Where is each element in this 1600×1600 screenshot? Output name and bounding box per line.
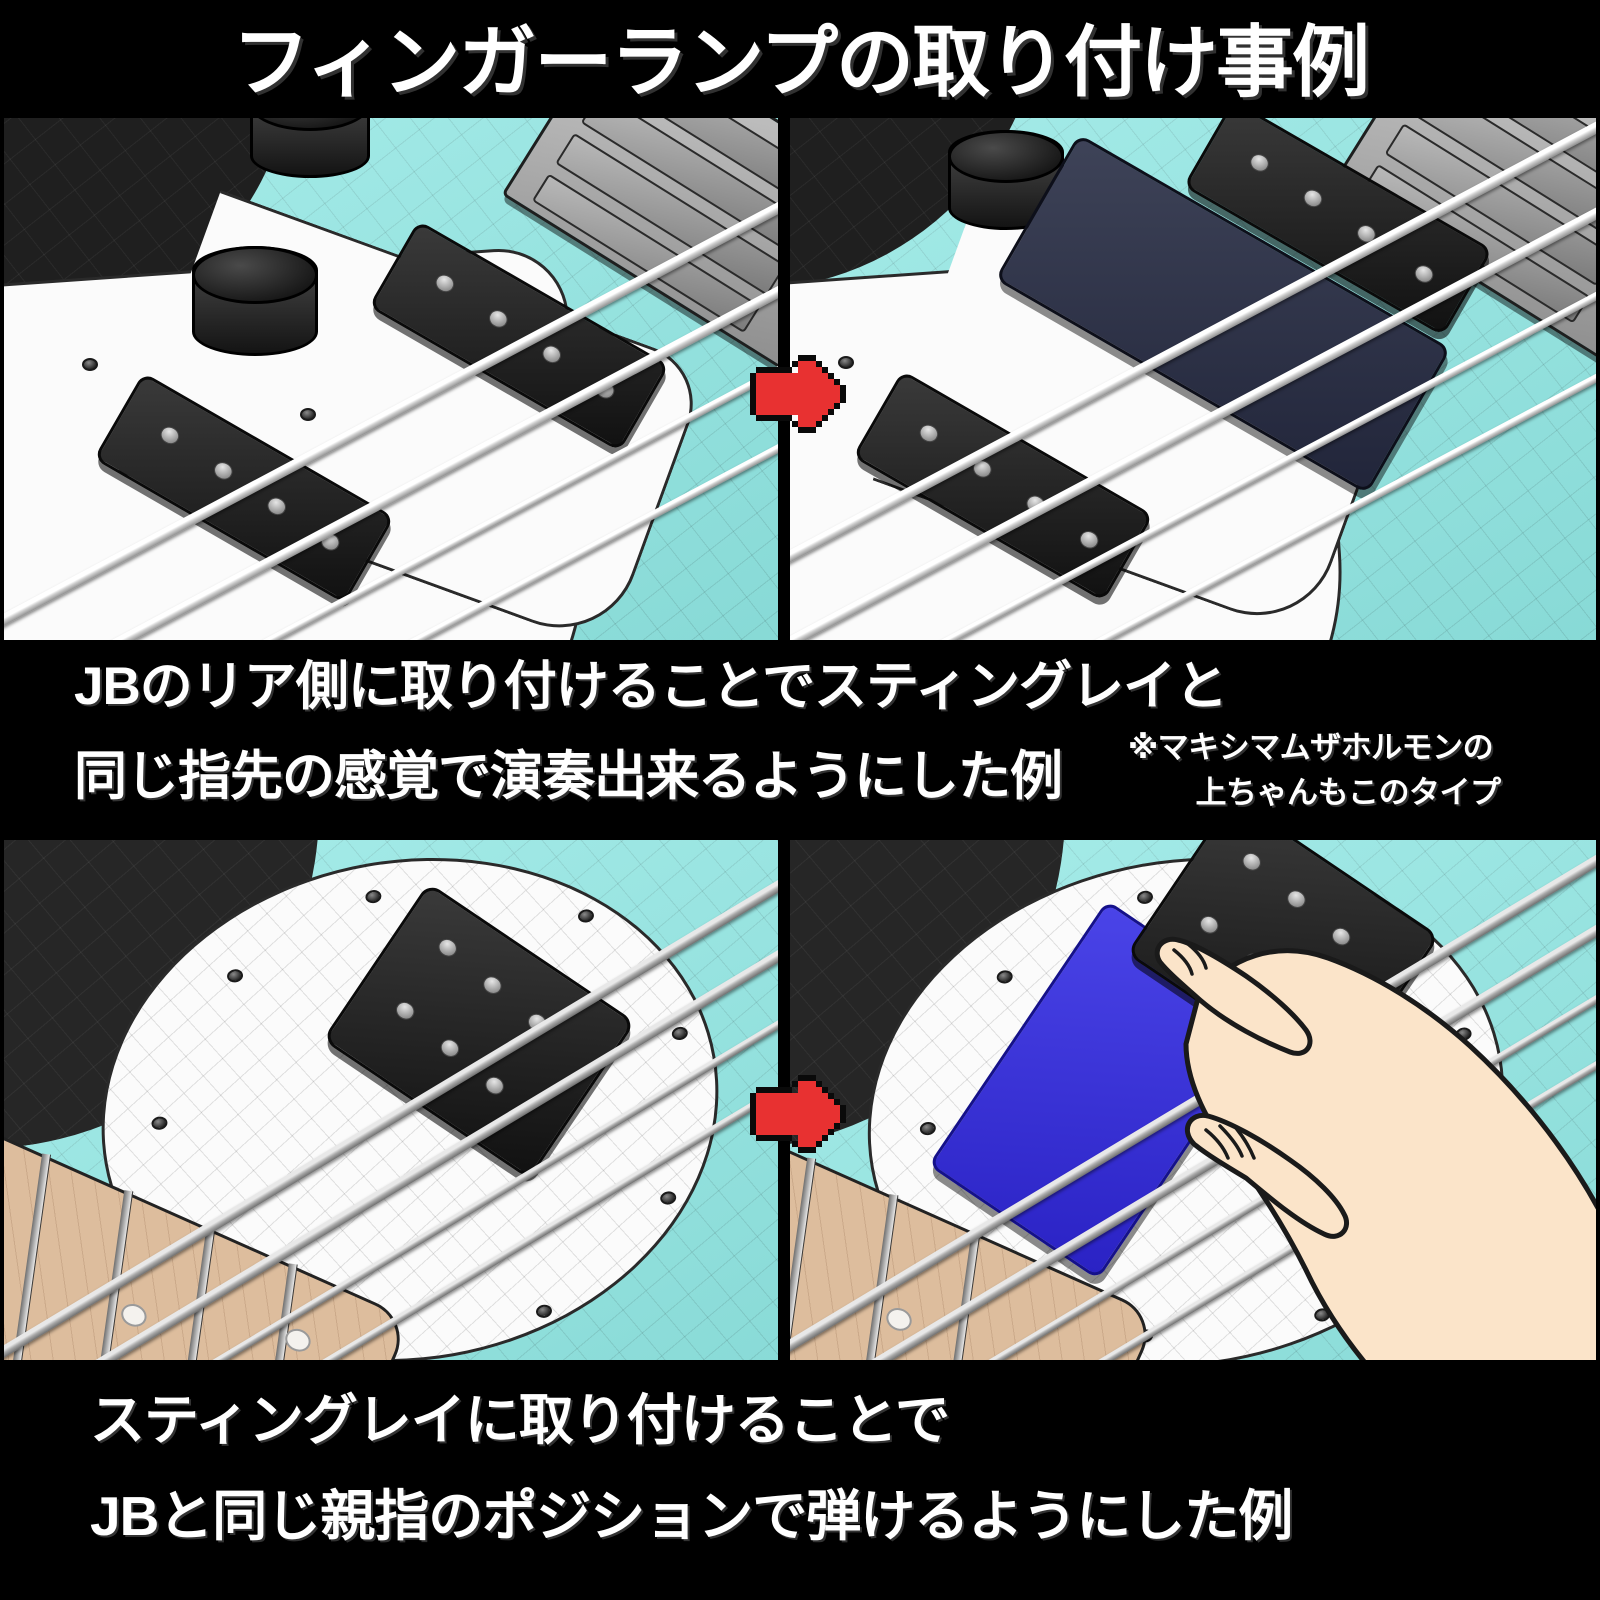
pickguard-screw [150,1115,169,1131]
pickguard-screw [670,1025,689,1042]
pickguard-screw [838,356,854,369]
knob-top-face [948,130,1064,183]
caption-bottom-line1: スティングレイに取り付けることで [90,1389,950,1451]
caption-middle-line1: JBのリア側に取り付けることでスティングレイと [74,657,1228,716]
knob-top-face [250,118,370,131]
pickguard-screw [995,969,1014,985]
pickup-pole [1076,527,1102,552]
pickguard-screw [576,908,595,924]
pickguard-screw [300,408,316,421]
pickup-pole [435,935,461,961]
pickup-pole [210,458,236,483]
pickguard-screw [226,968,245,984]
pickup-pole [264,494,290,519]
pickguard-screw [364,888,383,905]
tone-knob-icon [250,118,370,178]
panel-top-left-before [4,118,778,640]
pickup-pole [482,1073,508,1098]
pickup-pole [1411,261,1437,287]
caption-middle-note-line2: 上ちゃんもこのタイプ [1195,775,1502,810]
volume-knob-icon [948,130,1064,230]
pickup-pole [539,342,565,367]
panel-bottom-left-before [4,840,778,1360]
panel-top-right-after [790,118,1596,640]
pixel-arrow-right-icon [744,348,852,440]
caption-middle-line2: 同じ指先の感覚で演奏出来るようにした例 [74,747,1063,806]
pickguard-screw [659,1190,678,1206]
pickup-pole [1300,186,1326,211]
pickup-pole [479,972,506,998]
fret-marker-dot [882,1304,916,1335]
caption-middle-note-line1: ※マキシマムザホルモンの [1128,730,1494,765]
pixel-arrow-right-icon [744,1068,852,1160]
pickup-pole [916,421,942,446]
volume-knob-icon [192,246,318,356]
page-title: フィンガーランプの取り付け事例 [231,18,1370,106]
pickguard-screw [82,358,98,371]
pickup-pole [432,271,458,296]
pickguard-screw [534,1303,553,1320]
knob-top-face [192,246,318,305]
pickup-pole [1239,849,1265,875]
hand-icon [1078,878,1596,1360]
pickup-pole [392,998,418,1024]
pickup-pole [157,423,183,448]
pickguard-screw [918,1120,937,1137]
pickup-pole [485,306,511,331]
fret-marker-dot [117,1299,151,1331]
pickup-pole [437,1035,463,1061]
panel-bottom-right-after [790,840,1596,1360]
pickup-pole [1247,150,1273,175]
caption-bottom-line2: JBと同じ親指のポジションで弾けるようにした例 [90,1485,1293,1547]
